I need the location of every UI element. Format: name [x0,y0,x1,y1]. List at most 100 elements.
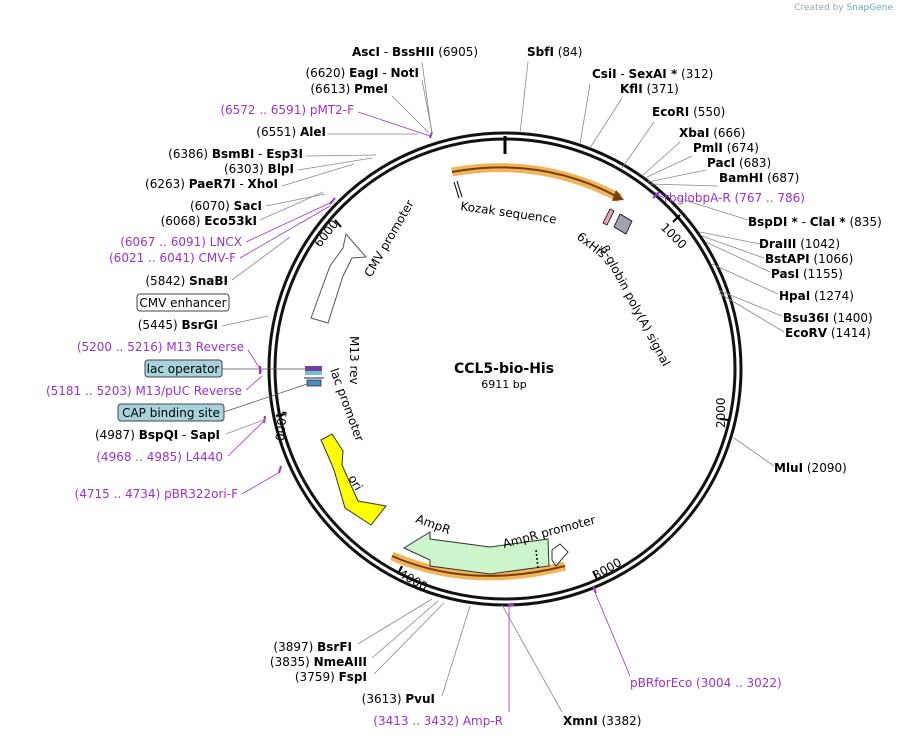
site-connector [221,315,269,327]
site-label: (6303) BlpI [224,162,294,176]
site-label: XbaI (666) [679,126,746,140]
site-label: (5842) SnaBI [145,274,228,288]
ori-arrow [320,433,387,526]
site-connector [677,197,749,221]
site-connector [265,193,326,207]
site-label: (5445) BsrGI [138,318,218,332]
site-connector [297,157,373,171]
primer-connector [247,349,263,373]
site-label: (6263) PaeR7I - XhoI [145,177,278,191]
tick-6000-mark [334,219,342,228]
credit-prefix: Created by [794,3,844,13]
cap-feature [306,379,322,387]
site-connector [705,241,771,273]
tick-3000: 3000 [591,555,624,582]
site-connector [501,604,563,713]
site-label: (6386) BsmBI - Esp3I [168,147,303,161]
site-connector [644,155,693,179]
site-label: CsiI - SexAI * (312) [592,67,713,81]
primer-connector [357,111,431,137]
kozak-mark-2 [456,180,463,198]
site-connector [701,235,765,259]
primer-mark-pbr322 [278,465,282,474]
tick-5000-mark [275,413,286,417]
credit: Created by SnapGene [794,3,893,13]
ampr-promoter-arrow [551,543,569,567]
site-connector [711,263,779,295]
site-connector [421,79,433,133]
connector-lines [221,61,785,713]
site-connector [231,236,291,281]
primer-label: (6572 .. 6591) pMT2-F [220,103,354,117]
cap-box [117,403,225,422]
boxed-lac-operator: lac operator [147,362,220,376]
site-label: SbfI (84) [527,45,582,59]
globin-feature [613,213,633,235]
site-connector [305,154,377,157]
feature-ampr: AmpR [414,512,452,537]
site-label: (6068) Eco53kI [161,214,257,228]
boxed-cmv-enhancer: CMV enhancer [139,296,226,310]
site-connector [519,61,529,134]
site-label: HpaI (1274) [779,289,854,303]
site-label: (3897) BsrFI [273,640,352,654]
tick-2000-mark [719,418,730,421]
site-label: (3835) NmeAIII [270,655,367,669]
feature-m13rev: M13 rev [347,336,361,385]
plasmid-length: 6911 bp [481,378,526,391]
primer-mark-pbrforeco [592,585,597,594]
site-connector [699,231,761,245]
primer-labels: (6572 .. 6591) pMT2-F rbglobpA-R (767 .. … [46,103,805,728]
feature-kozak: Kozak sequence [460,199,558,226]
primer-mark-rbglob [652,191,660,199]
ampr-arrow [402,531,550,575]
primer-connector [227,419,266,457]
primer-connector [245,201,333,243]
site-label: BstAPI (1066) [765,252,853,266]
plasmid-name: CCL5-bio-His [454,361,554,377]
tick-marks [275,214,730,580]
site-label: PasI (1155) [771,267,843,281]
cmv-enhancer-box [136,293,230,312]
site-label: (6070) SacI [190,199,262,213]
cap-connector [223,383,308,413]
site-connector [371,600,439,659]
site-connector [718,292,785,333]
site-label: Bsu36I (1400) [783,311,873,325]
site-connector [733,437,775,467]
cmv-promoter-arrow [310,232,368,324]
site-connector [641,141,681,177]
feature-globin: β-globin poly(A) signal [597,243,673,369]
primer-connector [653,191,665,199]
ampr-dots [535,549,539,569]
site-label: XmnI (3382) [563,714,641,728]
site-label: PmlI (674) [693,141,759,155]
primer-label: (4968 .. 4985) L4440 [96,450,223,464]
site-label: BamHI (687) [719,171,799,185]
primer-label: rbglobpA-R (767 .. 786) [664,191,805,205]
site-connector [579,83,591,145]
site-label: (4987) BspQI - SapI [95,428,220,442]
site-connector [357,598,433,645]
site-label: EcoRV (1414) [785,326,871,340]
site-labels: AscI - BssHII (6905)SbfI (84)CsiI - SexA… [95,45,882,728]
primer-connector [239,205,331,259]
site-label: PacI (683) [707,156,771,170]
tick-1000-mark [672,214,681,223]
primer-connector [593,589,631,677]
site-connector [391,95,429,133]
site-label: KflI (371) [620,82,679,96]
ampr-line [391,555,566,577]
kozak-mark [453,181,460,199]
primer-label: (6067 .. 6091) LNCX [120,235,242,249]
cds-arrow [451,166,617,197]
primer-label: (5181 .. 5203) M13/pUC Reverse [46,384,242,398]
site-label: (6613) PmeI [310,82,388,96]
lac-operator-feature [305,371,322,375]
primer-connector [245,375,263,391]
tick-5000: 5000 [272,410,289,442]
snapgene-brand: SnapGene [846,3,893,13]
sixhis-feature [602,208,615,226]
primer-label: (6021 .. 6041) CMV-F [109,251,236,265]
cds-highlight [451,163,623,202]
